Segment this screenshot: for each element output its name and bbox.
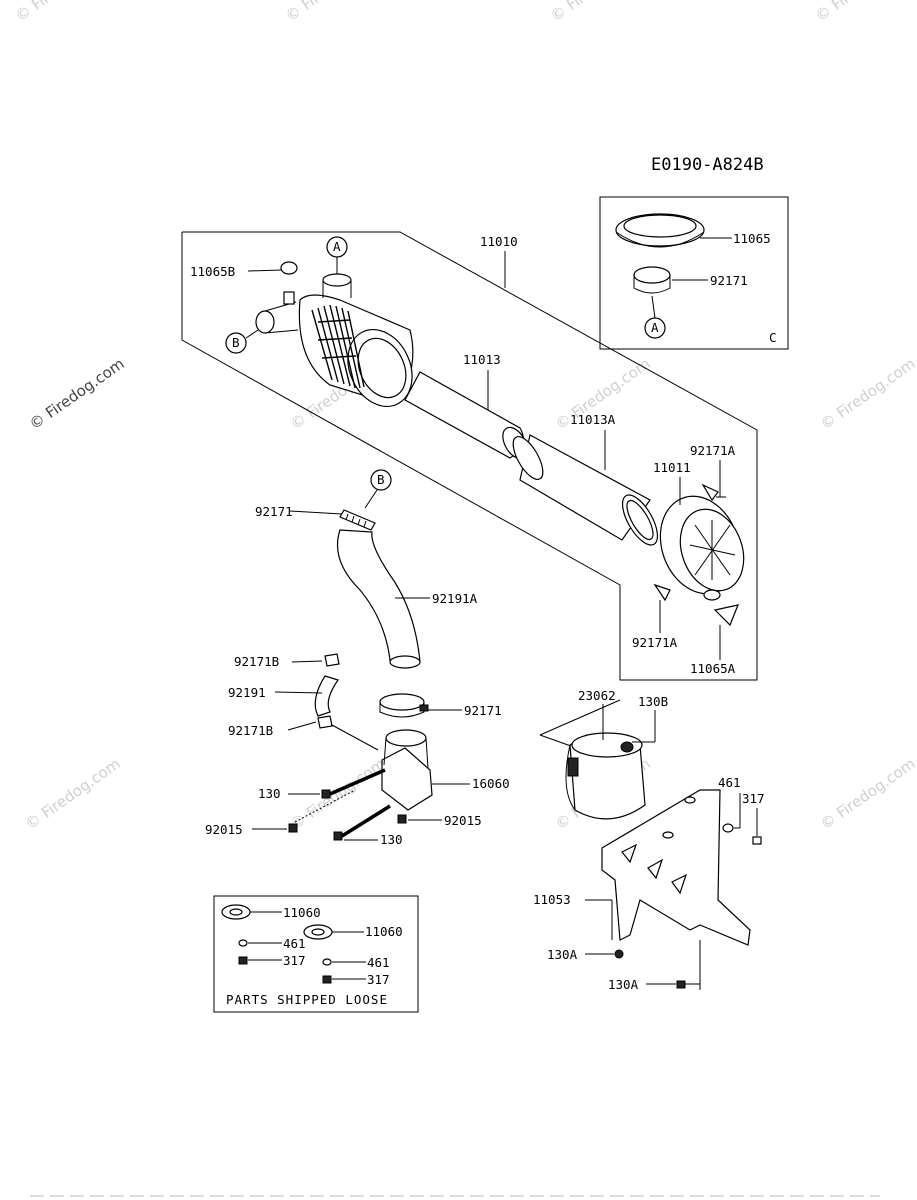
label-92171-inset: 92171 [710, 273, 748, 288]
label-92015-left: 92015 [205, 822, 243, 837]
watermark: © Firedog.com [812, 0, 914, 25]
inset-c-label: C [769, 330, 777, 345]
label-11065b: 11065B [190, 264, 235, 279]
cover-11011 [659, 495, 745, 601]
loose-label-11060-a: 11060 [283, 905, 321, 920]
assembly-outline-11010 [181, 231, 758, 681]
label-92171b-top: 92171B [234, 654, 279, 669]
hose-clamp-92171-part [339, 509, 376, 531]
gasket-11060-a-part [221, 904, 251, 920]
watermark: © Firedog.com [12, 0, 114, 25]
callout-a-inset [644, 317, 666, 339]
callout-a-top-label: A [333, 239, 341, 254]
label-11065: 11065 [733, 231, 771, 246]
loose-label-317-b: 317 [367, 972, 390, 987]
callout-b-hose [370, 469, 392, 491]
elbow-16060-part [381, 729, 433, 811]
clamp-92171-inset-part [633, 266, 671, 284]
washer-461-a-part [238, 939, 248, 947]
watermark: © Firedog.com [817, 755, 917, 834]
clamp-92171b-top-part [324, 653, 340, 667]
label-92171-clamp: 92171 [464, 703, 502, 718]
label-92171-hose: 92171 [255, 504, 293, 519]
watermark: © Firedog.com [547, 0, 649, 25]
callout-a-inset-label: A [651, 320, 659, 335]
label-92171a-top: 92171A [690, 443, 736, 458]
valve-11065a-part [713, 604, 739, 627]
label-92191a: 92191A [432, 591, 478, 606]
loose-label-461-a: 461 [283, 936, 306, 951]
loose-label-317-a: 317 [283, 953, 306, 968]
label-130-bottom: 130 [380, 832, 403, 847]
clamp-92171-elbow-part [379, 693, 429, 718]
label-92015-right: 92015 [444, 813, 482, 828]
bolt-130-bottom-part [333, 804, 391, 841]
label-11013: 11013 [463, 352, 501, 367]
bracket-11053-part [601, 789, 751, 946]
hose-92191-part [314, 675, 339, 717]
callout-b-hose-label: B [377, 472, 385, 487]
element-11013a [512, 434, 659, 546]
washer-461-part [722, 823, 734, 833]
watermark: © Firedog.com [817, 355, 917, 434]
label-92171b-bottom: 92171B [228, 723, 273, 738]
clip-92171a-bottom-part [653, 583, 671, 602]
diagram-code: E0190-A824B [651, 155, 764, 175]
label-11011: 11011 [653, 460, 691, 475]
cap-11065b-part [280, 261, 298, 275]
label-16060: 16060 [472, 776, 510, 791]
label-11013a: 11013A [570, 412, 616, 427]
bolt-130a-left-part [614, 949, 624, 959]
label-130a-bottom: 130A [608, 977, 639, 992]
loose-label-11060-b: 11060 [365, 924, 403, 939]
gasket-11060-b-part [303, 924, 333, 940]
label-461: 461 [718, 775, 741, 790]
bolt-130-left-part [321, 768, 386, 799]
label-130b: 130B [638, 694, 668, 709]
element-11013 [404, 371, 528, 460]
watermark: © Firedog.com [282, 0, 384, 25]
label-317: 317 [742, 791, 765, 806]
nut-317-part [752, 836, 762, 845]
callout-b-left-label: B [232, 335, 240, 350]
loose-label-461-b: 461 [367, 955, 390, 970]
washer-461-b-part [322, 958, 332, 966]
label-11065a: 11065A [690, 661, 736, 676]
bolt-130b-part [620, 741, 634, 753]
parts-shipped-loose-box: PARTS SHIPPED LOOSE 11060 461 317 11060 … [213, 895, 419, 1013]
nut-92015-right-part [397, 814, 407, 824]
label-23062: 23062 [578, 688, 616, 703]
label-92171a-bottom: 92171A [632, 635, 678, 650]
label-130a-left: 130A [547, 947, 578, 962]
inset-box-c: C A 11065 92171 [599, 196, 789, 350]
bolt-130a-bottom-part [676, 980, 700, 989]
watermark: © Firedog.com [26, 355, 128, 434]
label-11053: 11053 [533, 892, 571, 907]
clip-92171a-top-part [701, 483, 719, 502]
label-130-left: 130 [258, 786, 281, 801]
nut-92015-left-part [288, 789, 356, 833]
label-11010: 11010 [480, 234, 518, 249]
clamp-92171b-bottom-part [317, 715, 333, 729]
nut-317-a-part [238, 956, 248, 965]
hose-92191a-part [336, 529, 421, 669]
air-cleaner-housing [255, 261, 414, 408]
callout-b-left [225, 332, 247, 354]
watermark: © Firedog.com [22, 755, 124, 834]
label-92191: 92191 [228, 685, 266, 700]
nut-317-b-part [322, 975, 332, 984]
loose-box-title: PARTS SHIPPED LOOSE [226, 992, 388, 1007]
